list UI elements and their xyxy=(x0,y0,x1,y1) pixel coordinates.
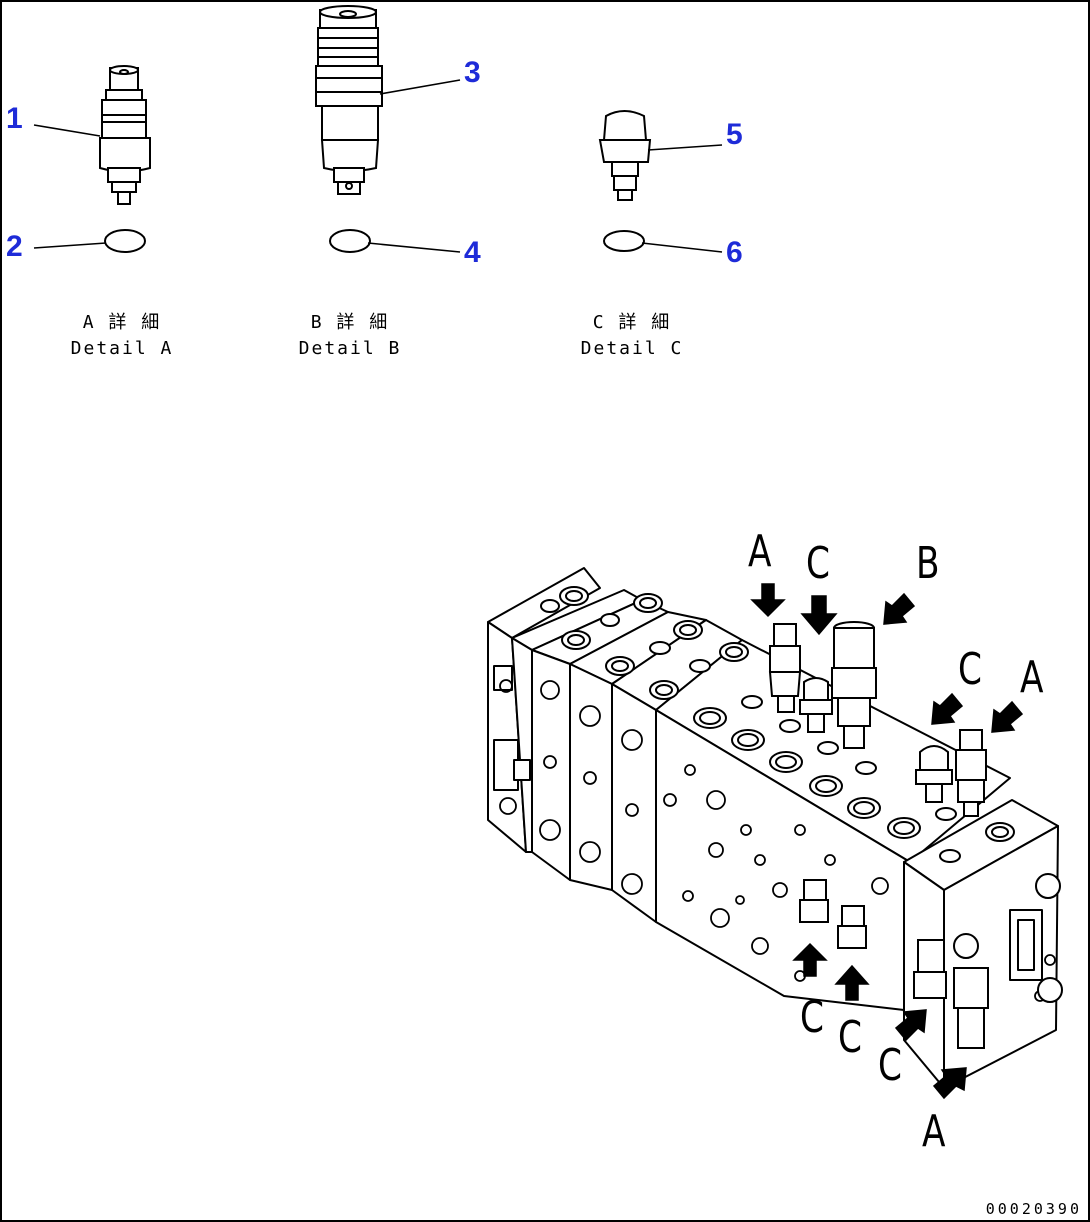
view-letter-c-low-3: C xyxy=(878,1040,902,1091)
leader-lines xyxy=(33,79,723,253)
top-ports xyxy=(540,586,1015,863)
leader-6 xyxy=(641,242,723,253)
caption-detail-a-jp: A 詳 細 xyxy=(82,312,162,333)
view-letter-c-top: C xyxy=(806,538,830,589)
caption-detail-c-en: Detail C xyxy=(580,338,684,359)
caption-detail-b-en: Detail B xyxy=(298,338,402,359)
view-arrows xyxy=(750,583,1024,1100)
drawing-code: 00020390 xyxy=(985,1200,1082,1218)
callout-4: 4 xyxy=(464,236,481,269)
view-letter-c-low-1: C xyxy=(800,992,824,1043)
leader-5 xyxy=(647,144,723,151)
installed-lower-parts xyxy=(799,873,1063,1049)
callout-1: 1 xyxy=(6,102,23,135)
leader-3 xyxy=(379,79,461,95)
leader-1 xyxy=(33,124,101,137)
arrow-b-top xyxy=(883,592,916,625)
installed-plug-c-right xyxy=(915,745,953,803)
view-letter-a-right: A xyxy=(1020,652,1044,703)
view-letter-c-right: C xyxy=(958,644,982,695)
callout-6: 6 xyxy=(726,236,743,269)
arrow-a-low xyxy=(932,1067,967,1100)
arrow-c-top xyxy=(800,595,838,636)
leader-4 xyxy=(367,242,461,253)
part-6-o-ring xyxy=(603,230,645,252)
callout-2: 2 xyxy=(6,230,23,263)
part-4-o-ring xyxy=(329,229,371,253)
arrow-c-low-1 xyxy=(792,942,828,977)
arrow-a-top xyxy=(750,583,786,618)
arrow-a-right xyxy=(991,700,1024,733)
installed-valve-a-right xyxy=(955,729,987,817)
caption-detail-b: B 詳 細 Detail B xyxy=(250,310,450,362)
part-5-plug-c xyxy=(598,110,652,201)
installed-plug-c-top xyxy=(799,677,833,733)
caption-detail-b-jp: B 詳 細 xyxy=(310,312,390,333)
installed-valve-b-top xyxy=(831,621,877,749)
view-letter-b-top: B xyxy=(916,538,940,589)
part-2-o-ring xyxy=(104,229,146,253)
view-letter-c-low-2: C xyxy=(838,1012,862,1063)
caption-detail-c: C 詳 細 Detail C xyxy=(532,310,732,362)
caption-detail-a: A 詳 細 Detail A xyxy=(22,310,222,362)
view-letter-a-low: A xyxy=(922,1106,946,1157)
callout-5: 5 xyxy=(726,118,743,151)
part-1-valve-a xyxy=(99,65,151,205)
leader-2 xyxy=(33,242,107,249)
arrow-c-low-2 xyxy=(834,964,870,1001)
view-letter-a-top: A xyxy=(748,526,772,577)
callout-3: 3 xyxy=(464,56,481,89)
caption-detail-a-en: Detail A xyxy=(70,338,174,359)
caption-detail-c-jp: C 詳 細 xyxy=(592,312,672,333)
side-ports xyxy=(499,679,1056,1002)
installed-valve-a-top xyxy=(768,623,802,713)
arrow-c-low-3 xyxy=(894,1009,927,1042)
arrow-c-right xyxy=(931,692,964,725)
part-3-valve-b xyxy=(315,5,383,195)
